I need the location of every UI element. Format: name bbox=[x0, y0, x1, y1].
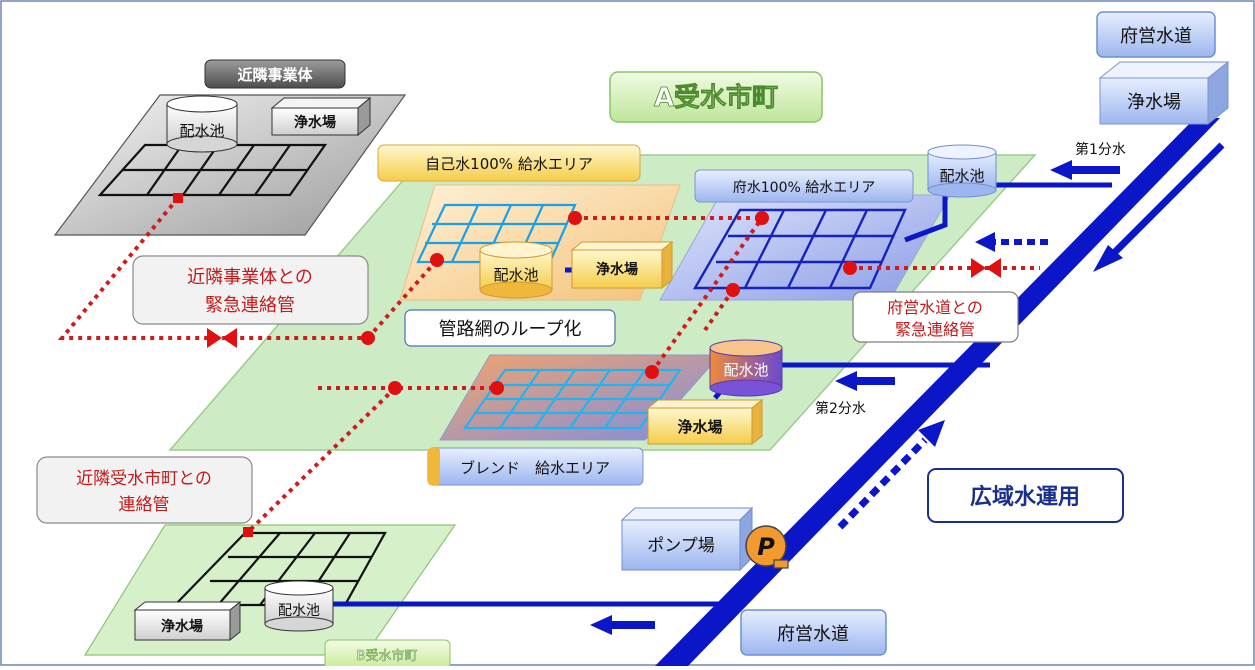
flow-arrows bbox=[590, 160, 1120, 635]
pump-icon: P bbox=[745, 525, 789, 569]
main-pipe bbox=[655, 118, 1220, 666]
city-b-plant: 浄水場 bbox=[133, 600, 242, 642]
neighbor-emergency-link-label: 近隣事業体との 緊急連絡管 bbox=[132, 255, 369, 325]
svg-text:浄水場: 浄水場 bbox=[596, 261, 638, 278]
svg-text:配水池: 配水池 bbox=[723, 361, 768, 379]
emergency-links bbox=[57, 196, 1040, 534]
city-b-reservoir: 配水池 bbox=[264, 580, 334, 632]
city-b-title: B受水市町 bbox=[324, 639, 451, 670]
neighbor-entity-label: 近隣事業体 bbox=[204, 59, 346, 89]
first-branch-label: 第1分水 bbox=[1075, 141, 1126, 158]
svg-text:P: P bbox=[757, 533, 775, 561]
blend-area-label: ブレンド 給水エリア bbox=[427, 447, 644, 486]
svg-text:ブレンド 給水エリア: ブレンド 給水エリア bbox=[460, 459, 610, 477]
svg-text:浄水場: 浄水場 bbox=[161, 618, 203, 635]
svg-text:配水池: 配水池 bbox=[278, 603, 320, 619]
blend-reservoir: 配水池 bbox=[709, 339, 783, 397]
link-nodes bbox=[173, 193, 857, 537]
pref-reservoir: 配水池 bbox=[927, 144, 997, 198]
svg-text:自己水100% 給水エリア: 自己水100% 給水エリア bbox=[425, 155, 593, 173]
svg-text:連絡管: 連絡管 bbox=[119, 495, 170, 515]
valve-icon bbox=[971, 258, 1001, 278]
dotted-arrows bbox=[837, 232, 1048, 530]
valve-icon bbox=[207, 328, 237, 348]
svg-text:府営水道との: 府営水道との bbox=[887, 298, 983, 317]
prefectural-water-bottom-label: 府営水道 bbox=[740, 609, 887, 656]
neighbor-reservoir: 配水池 bbox=[166, 95, 238, 153]
neighbor-plant: 浄水場 bbox=[270, 96, 372, 137]
svg-text:B受水市町: B受水市町 bbox=[357, 648, 418, 664]
svg-text:近隣事業体との: 近隣事業体との bbox=[187, 267, 313, 288]
svg-text:緊急連絡管: 緊急連絡管 bbox=[205, 295, 295, 316]
wide-area-operation-label: 広域水運用 bbox=[927, 468, 1124, 523]
svg-text:配水池: 配水池 bbox=[179, 122, 224, 140]
blend-plant: 浄水場 bbox=[646, 398, 764, 446]
pref-water-area-label: 府水100% 給水エリア bbox=[694, 169, 914, 203]
own-plant: 浄水場 bbox=[570, 240, 674, 290]
svg-text:配水池: 配水池 bbox=[493, 266, 538, 284]
neighbor-grid bbox=[97, 143, 328, 197]
svg-text:ポンプ場: ポンプ場 bbox=[647, 536, 715, 556]
svg-text:管路網のループ化: 管路網のループ化 bbox=[439, 319, 582, 340]
neighbor-city-link-label: 近隣受水市町との 連絡管 bbox=[36, 456, 253, 524]
svg-text:浄水場: 浄水場 bbox=[677, 418, 722, 436]
svg-text:府営水道: 府営水道 bbox=[1120, 26, 1192, 47]
blend-grid bbox=[462, 368, 683, 430]
svg-text:近隣受水市町との: 近隣受水市町との bbox=[76, 469, 212, 489]
loop-network-label: 管路網のループ化 bbox=[404, 309, 616, 347]
svg-text:広域水運用: 広域水運用 bbox=[970, 484, 1080, 510]
second-branch-label: 第2分水 bbox=[815, 400, 866, 417]
pump-station: ポンプ場 bbox=[620, 506, 754, 572]
svg-text:配水池: 配水池 bbox=[939, 167, 984, 185]
own-water-area-label: 自己水100% 給水エリア bbox=[377, 144, 641, 182]
svg-text:A受水市町: A受水市町 bbox=[654, 82, 778, 113]
own-reservoir: 配水池 bbox=[479, 241, 553, 299]
svg-text:府営水道: 府営水道 bbox=[777, 624, 849, 645]
svg-text:浄水場: 浄水場 bbox=[1127, 92, 1181, 113]
city-a-title: A受水市町 bbox=[609, 71, 823, 123]
svg-text:近隣事業体: 近隣事業体 bbox=[237, 66, 313, 84]
pref-emergency-link-label: 府営水道との 緊急連絡管 bbox=[852, 291, 1019, 343]
svg-text:浄水場: 浄水場 bbox=[294, 114, 336, 131]
plant-top-right: 浄水場 bbox=[1098, 60, 1230, 126]
prefectural-water-top-label: 府営水道 bbox=[1096, 11, 1216, 58]
svg-text:府水100% 給水エリア: 府水100% 給水エリア bbox=[733, 180, 875, 196]
return-arrow-head bbox=[1093, 245, 1123, 272]
pref-water-grid bbox=[692, 208, 907, 290]
return-pipe bbox=[1102, 142, 1225, 265]
svg-text:緊急連絡管: 緊急連絡管 bbox=[895, 320, 975, 339]
